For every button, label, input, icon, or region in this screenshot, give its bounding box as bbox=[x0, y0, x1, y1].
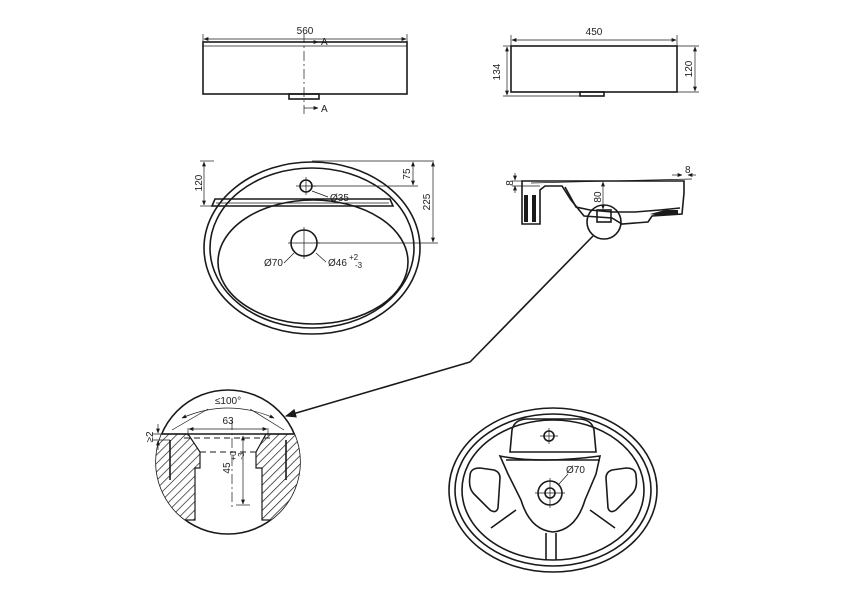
detail-angle-label: ≤100° bbox=[215, 396, 241, 407]
section-drain bbox=[596, 209, 612, 223]
section-view: 8 8 80 bbox=[505, 165, 696, 240]
plan-view: Ø35 Ø70 Ø46 +2 -3 120 75 225 bbox=[194, 160, 438, 335]
side-basin-outline bbox=[510, 45, 678, 93]
bottom-drain-label: Ø70 bbox=[566, 465, 585, 476]
drain-tolerance-label: +2 bbox=[349, 253, 359, 262]
section-wall-label: 8 bbox=[685, 165, 691, 176]
detail-depth-tolerance-label: +0 bbox=[229, 451, 238, 461]
plan-left-dim-label: 120 bbox=[194, 174, 205, 191]
front-elevation-view: 560 A A bbox=[202, 26, 408, 115]
bottom-rib-right bbox=[589, 509, 616, 529]
detail-lip-label: ≥2 bbox=[145, 431, 156, 442]
detail-leader-line bbox=[469, 235, 594, 363]
bottom-right-pocket bbox=[605, 467, 638, 513]
tap-hole-label: Ø35 bbox=[330, 193, 349, 204]
plan-dim-225-label: 225 bbox=[422, 193, 433, 210]
drain-inner-label: Ø46 bbox=[328, 258, 347, 269]
plan-inner-bowl bbox=[217, 199, 409, 325]
side-elevation-view: 450 134 120 bbox=[492, 27, 699, 97]
section-outline bbox=[521, 180, 685, 225]
drain-detail-view: ≤100° 63 ≥2 45 +0 -3 bbox=[145, 389, 301, 535]
detail-depth-label: 45 bbox=[222, 462, 233, 474]
bottom-outer-rim bbox=[448, 407, 658, 573]
side-width-label: 450 bbox=[586, 27, 603, 38]
front-width-label: 560 bbox=[297, 26, 314, 37]
section-inner-bowl bbox=[564, 186, 681, 213]
bottom-rib-left bbox=[490, 509, 517, 529]
section-mark-top: A bbox=[321, 37, 328, 48]
section-mark-bottom: A bbox=[321, 104, 328, 115]
section-rim-label: 8 bbox=[505, 180, 516, 186]
drain-tolerance-minus-label: -3 bbox=[355, 261, 363, 270]
bottom-left-pocket bbox=[468, 467, 501, 513]
bottom-tap-deck bbox=[509, 418, 597, 453]
side-left-height-label: 134 bbox=[492, 63, 503, 80]
plan-outer-rim bbox=[203, 161, 421, 335]
drain-outer-label: Ø70 bbox=[264, 258, 283, 269]
section-drain-depth-label: 80 bbox=[593, 191, 604, 203]
bottom-view: Ø70 bbox=[448, 407, 658, 573]
side-right-height-label: 120 bbox=[684, 60, 695, 77]
side-drain-outlet bbox=[579, 91, 605, 97]
section-wall-left bbox=[524, 195, 528, 222]
detail-width-label: 63 bbox=[222, 416, 234, 427]
detail-callout-circle bbox=[586, 204, 622, 240]
plan-deck-edge bbox=[210, 198, 395, 207]
detail-depth-tolerance-minus-label: -3 bbox=[237, 452, 246, 460]
plan-dim-75-label: 75 bbox=[402, 168, 413, 180]
front-basin-outline bbox=[202, 41, 408, 95]
